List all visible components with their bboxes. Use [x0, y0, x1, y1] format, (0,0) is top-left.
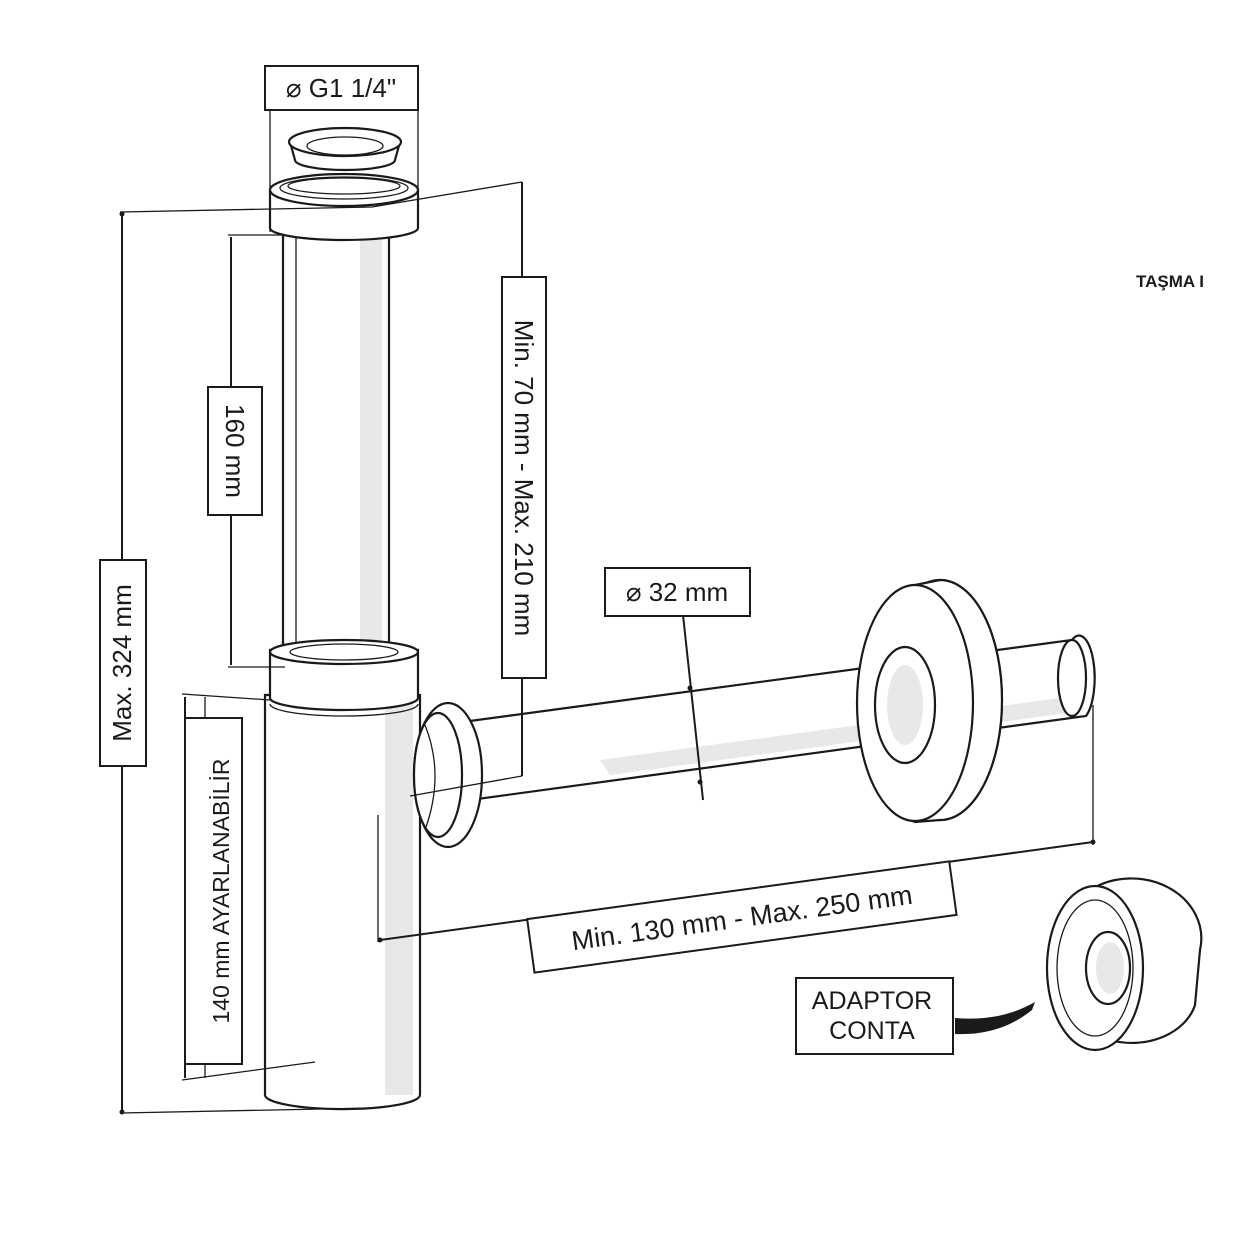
- side-nut: [412, 701, 484, 849]
- svg-text:Max. 324 mm: Max. 324 mm: [107, 584, 137, 742]
- adjustable-label: 140 mm AYARLANABİLİR: [184, 717, 243, 1065]
- trap-body: [263, 638, 422, 1111]
- svg-text:⌀ 32 mm: ⌀ 32 mm: [626, 577, 728, 607]
- total-height-label: Max. 324 mm: [99, 559, 147, 767]
- overflow-label: TAŞMA I: [1136, 272, 1204, 291]
- adaptor-seal-part: [1045, 877, 1203, 1052]
- svg-text:ADAPTOR: ADAPTOR: [812, 987, 932, 1015]
- svg-text:Min. 70 mm - Max. 210 mm: Min. 70 mm - Max. 210 mm: [509, 320, 539, 636]
- top-flange: [287, 126, 403, 172]
- thread-size-label: ⌀ G1 1/4": [264, 65, 419, 111]
- tube-length-label: 160 mm: [207, 386, 263, 516]
- pipe-diameter-label: ⌀ 32 mm: [604, 567, 751, 617]
- adaptor-seal-label: ADAPTOR CONTA: [795, 977, 954, 1055]
- height-range-label: Min. 70 mm - Max. 210 mm: [501, 276, 547, 679]
- svg-text:140 mm AYARLANABİLİR: 140 mm AYARLANABİLİR: [208, 758, 234, 1023]
- length-range-label: Min. 130 mm - Max. 250 mm: [526, 860, 958, 974]
- inlet-tube: [281, 226, 391, 670]
- adaptor-pointer: [955, 1002, 1035, 1035]
- svg-text:160 mm: 160 mm: [220, 404, 250, 498]
- top-nut: [268, 172, 420, 242]
- wall-flange: [855, 578, 1004, 824]
- svg-text:⌀ G1 1/4": ⌀ G1 1/4": [286, 73, 396, 103]
- svg-text:CONTA: CONTA: [829, 1017, 915, 1045]
